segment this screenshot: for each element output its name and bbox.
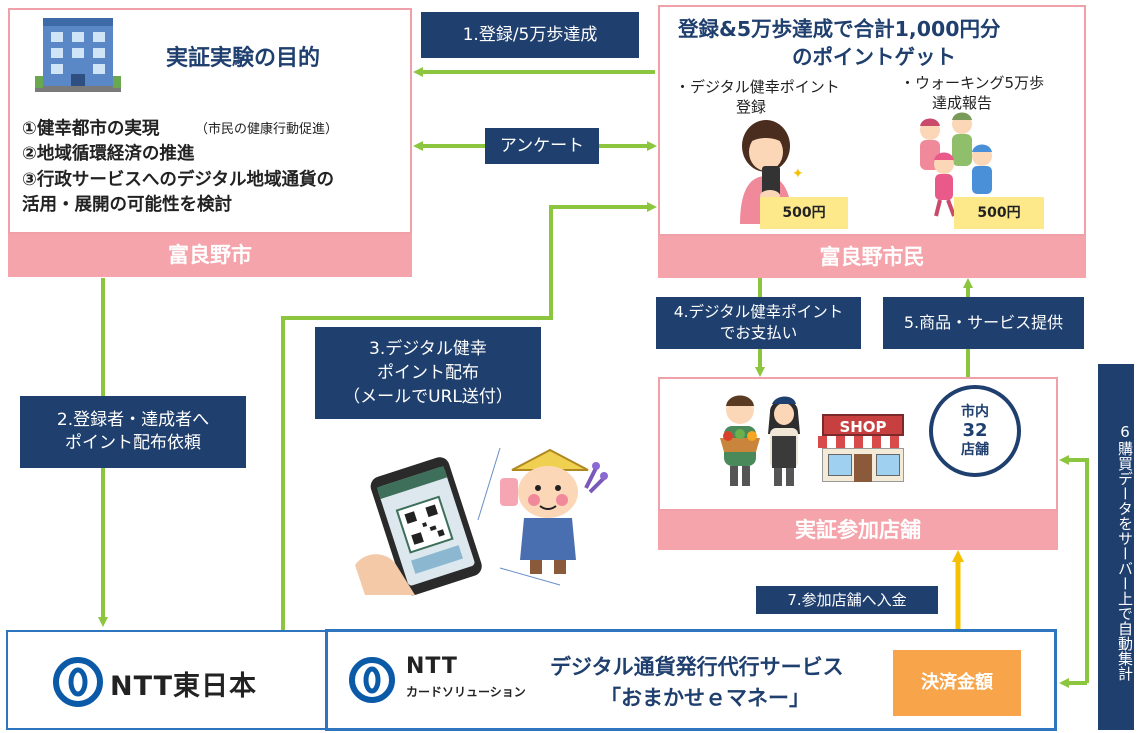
- arrow-point-distribution: [281, 202, 657, 630]
- step-3-label: 3.デジタル健幸 ポイント配布 （メールでURL送付）: [315, 327, 541, 419]
- step-1-label: 1.登録/5万歩達成: [421, 12, 639, 58]
- item1-amount: 500円: [760, 197, 848, 229]
- item2-line1: ・ウォーキング5万歩: [900, 74, 1045, 92]
- item2-amount: 500円: [954, 197, 1044, 229]
- shop-sign: SHOP: [822, 414, 904, 436]
- step-4-label: 4.デジタル健幸ポイント でお支払い: [656, 297, 861, 349]
- ntt-logo-icon: [53, 657, 103, 707]
- service-name-line1: デジタル通貨発行代行サービス: [550, 655, 844, 679]
- goal-3-cont: 活用・展開の可能性を検討: [22, 195, 232, 215]
- step-5-label: 5.商品・サービス提供: [883, 297, 1084, 349]
- questionnaire-label: アンケート: [485, 128, 599, 164]
- shop-icon: SHOP: [818, 414, 908, 484]
- walking-family-icon: [920, 112, 992, 217]
- svg-text:✦: ✦: [792, 166, 804, 182]
- goal-3: ③行政サービスへのデジタル地域通貨の: [22, 170, 334, 190]
- goal-1-note: （市民の健康行動促進）: [195, 122, 339, 137]
- goal-1: ①健幸都市の実現: [22, 119, 160, 139]
- step-6-label: 6購買データをサーバー上で自動集計: [1098, 364, 1134, 730]
- item1-line2: 登録: [736, 98, 767, 116]
- ntt-east-box: [6, 630, 328, 730]
- goal-2: ②地域循環経済の推進: [22, 144, 195, 164]
- step-7-label: 7.参加店舗へ入金: [756, 586, 938, 614]
- city-name-bar: 富良野市: [8, 234, 412, 277]
- shopkeepers-icon: [720, 395, 800, 486]
- arrow-data-aggregation: [1059, 455, 1089, 683]
- citizen-headline-2: のポイントゲット: [792, 45, 956, 69]
- building-icon: [35, 18, 121, 92]
- citizen-name-bar: 富良野市民: [658, 236, 1086, 278]
- step-2-label: 2.登録者・達成者へ ポイント配布依頼: [20, 396, 246, 468]
- smartphone-qr-icon: [355, 457, 482, 596]
- citizen-headline-1: 登録&5万歩達成で合計1,000円分: [678, 17, 1001, 41]
- shop-count-circle: 市内 32 店舗: [929, 385, 1021, 477]
- service-name-line2: 「おまかせｅマネー」: [600, 686, 810, 710]
- item1-line1: ・デジタル健幸ポイント: [675, 78, 840, 96]
- ntt-card-logo-line2: カードソリューション: [406, 685, 526, 699]
- item2-line2: 達成報告: [932, 94, 993, 112]
- ntt-east-logo-text: NTT東日本: [110, 671, 258, 702]
- shops-name-bar: 実証参加店舗: [658, 511, 1058, 550]
- mascot-icon: [500, 448, 608, 574]
- ntt-card-logo-line1: NTT: [406, 654, 458, 679]
- goal-title: 実証実験の目的: [166, 46, 321, 71]
- payment-amount-box: 決済金額: [893, 650, 1021, 716]
- ntt-card-logo-icon: [349, 657, 395, 703]
